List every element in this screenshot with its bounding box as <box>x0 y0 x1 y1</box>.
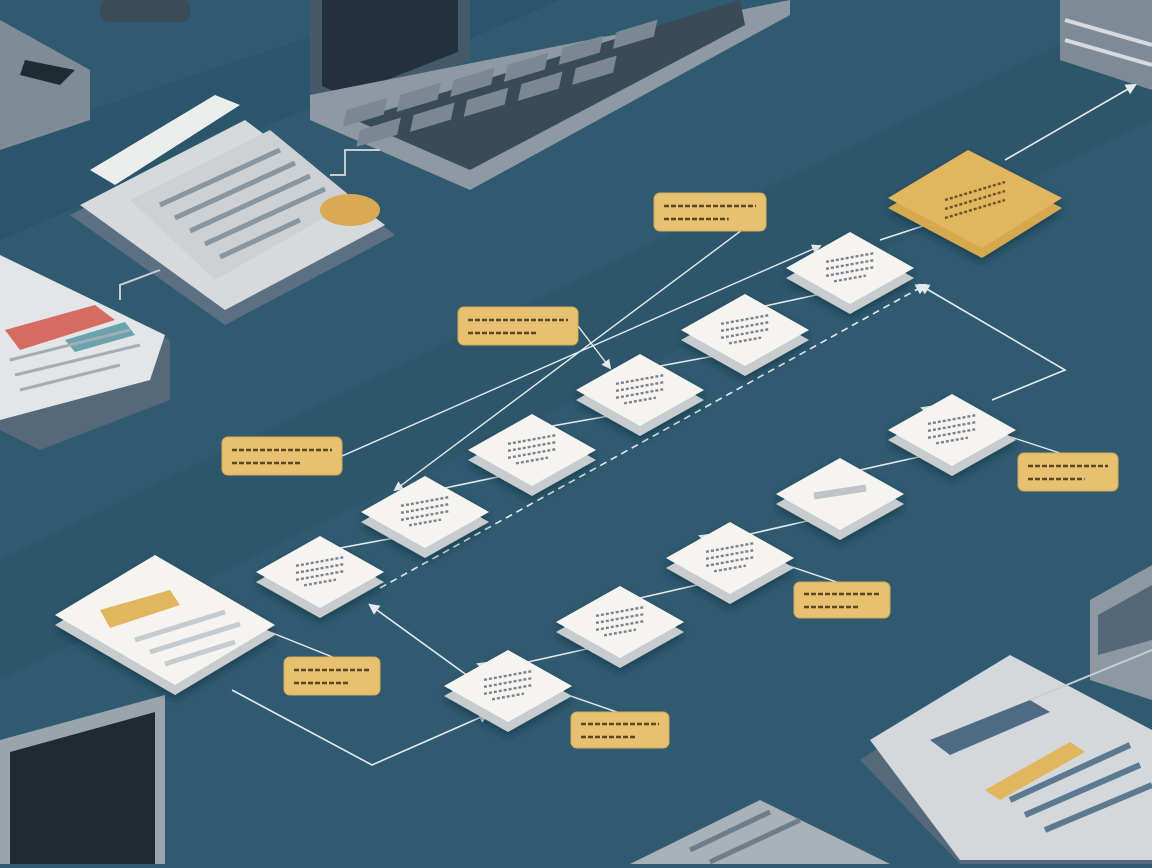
note-card <box>283 656 381 696</box>
upper-step-2-face <box>361 476 489 548</box>
note-card <box>793 581 891 619</box>
upper-step-3-face <box>468 414 596 486</box>
text-lines-icon <box>825 251 875 283</box>
text-lines-icon <box>720 313 770 345</box>
keyboard-bottom <box>630 800 890 865</box>
lower-step-5-face <box>888 394 1016 466</box>
laptop-top <box>310 0 790 190</box>
source-document <box>55 555 275 695</box>
text-lines-icon <box>595 605 645 637</box>
server-top-right <box>1060 0 1152 90</box>
text-lines-icon <box>468 318 568 335</box>
text-lines-icon <box>483 669 533 701</box>
note-pointer <box>341 244 822 457</box>
text-lines-icon <box>1028 464 1108 481</box>
note-pointer <box>577 325 612 370</box>
lower-step-1 <box>444 650 572 732</box>
annotation-note-4 <box>283 656 381 696</box>
bar-icon <box>813 484 867 500</box>
laptop-bottom-left <box>0 695 165 864</box>
upper-step-5-face <box>681 294 809 366</box>
text-lines-icon <box>232 448 332 465</box>
text-lines-icon <box>507 433 557 465</box>
text-lines-icon <box>664 204 756 221</box>
upper-step-4-face <box>576 354 704 426</box>
output-connector <box>1004 83 1137 161</box>
upper-step-6 <box>786 232 914 314</box>
text-lines-icon <box>581 722 659 739</box>
final-output-node <box>888 150 1062 258</box>
upper-step-6-face <box>786 232 914 304</box>
note-card <box>221 436 343 476</box>
text-lines-icon <box>295 555 345 587</box>
device-right-edge <box>1090 565 1152 700</box>
feedback-connector <box>918 283 1067 401</box>
annotation-note-6 <box>793 581 891 619</box>
annotation-note-3 <box>221 436 343 476</box>
notebook-bottom-right <box>860 649 1152 864</box>
lower-step-2-face <box>556 586 684 658</box>
phone-top-left <box>0 0 190 150</box>
upper-step-4 <box>576 354 704 436</box>
lower-step-4 <box>776 458 904 540</box>
upper-step-3 <box>468 414 596 496</box>
lower-step-2 <box>556 586 684 668</box>
note-card <box>457 306 579 346</box>
annotation-layer <box>221 192 1119 749</box>
annotation-note-7 <box>1017 452 1119 492</box>
note-card <box>570 711 670 749</box>
lower-step-3-face <box>666 522 794 594</box>
document-stack-left <box>0 255 170 450</box>
upper-step-2 <box>361 476 489 558</box>
upper-step-5 <box>681 294 809 376</box>
note-card <box>653 192 767 232</box>
upper-step-1-face <box>256 536 384 608</box>
source-connector <box>231 689 491 766</box>
notebook-left <box>70 95 395 325</box>
text-lines-icon <box>294 668 370 685</box>
lower-step-3 <box>666 522 794 604</box>
step-nodes-layer <box>256 232 1016 732</box>
loop-connector <box>368 603 469 677</box>
annotation-note-2 <box>457 306 579 346</box>
note-card <box>1017 452 1119 492</box>
upper-step-1 <box>256 536 384 618</box>
text-lines-icon <box>944 180 1006 220</box>
lower-step-1-face <box>444 650 572 722</box>
annotation-note-1 <box>653 192 767 232</box>
return-connector-dashed <box>379 283 927 589</box>
text-lines-icon <box>400 495 450 527</box>
text-lines-icon <box>927 413 977 445</box>
lower-step-5 <box>888 394 1016 476</box>
text-lines-icon <box>615 373 665 405</box>
text-lines-icon <box>705 541 755 573</box>
annotation-note-5 <box>570 711 670 749</box>
text-lines-icon <box>804 592 880 609</box>
